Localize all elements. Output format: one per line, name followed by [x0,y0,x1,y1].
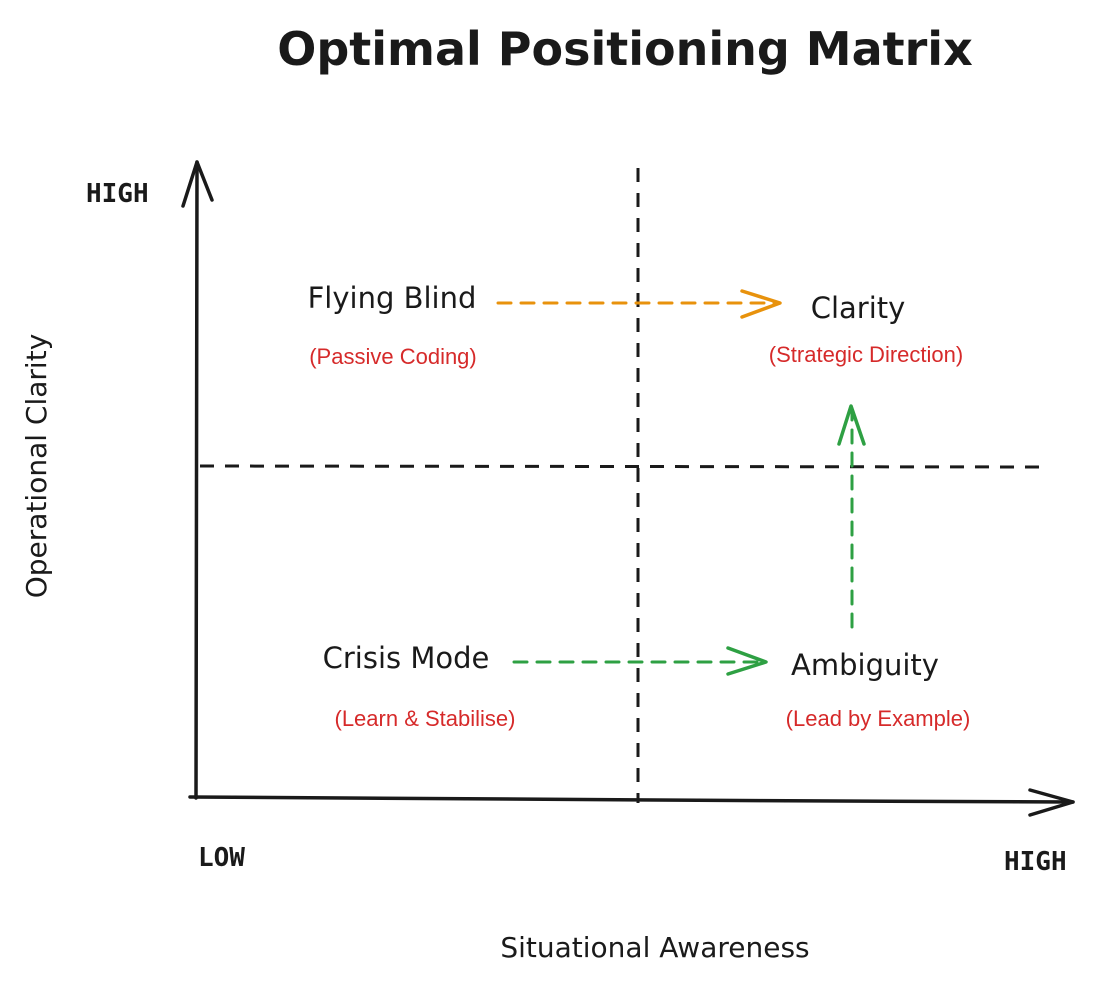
x-axis-low-label: LOW [198,843,245,873]
x-axis [188,788,1075,817]
quadrant-ambiguity-title: Ambiguity [791,648,939,682]
quadrant-ambiguity-subtitle: (Lead by Example) [786,706,971,731]
arrow-flying-blind-to-clarity [496,289,782,319]
y-axis-high-label: HIGH [86,179,149,209]
x-axis-high-label: HIGH [1004,847,1067,877]
page-title: Optimal Positioning Matrix [277,22,973,76]
y-axis-title: Operational Clarity [20,334,53,599]
arrow-crisis-mode-to-ambiguity [512,646,768,676]
arrow-ambiguity-to-clarity [837,404,866,629]
horizontal-divider [199,464,1049,469]
quadrant-clarity-title: Clarity [811,291,906,325]
quadrant-flying-blind-title: Flying Blind [308,281,477,315]
quadrant-flying-blind-subtitle: (Passive Coding) [309,344,477,369]
y-axis [181,160,214,800]
x-axis-title: Situational Awareness [500,931,809,964]
quadrant-crisis-mode-title: Crisis Mode [323,641,490,675]
quadrant-clarity-subtitle: (Strategic Direction) [769,342,963,367]
quadrant-crisis-mode-subtitle: (Learn & Stabilise) [335,706,516,731]
